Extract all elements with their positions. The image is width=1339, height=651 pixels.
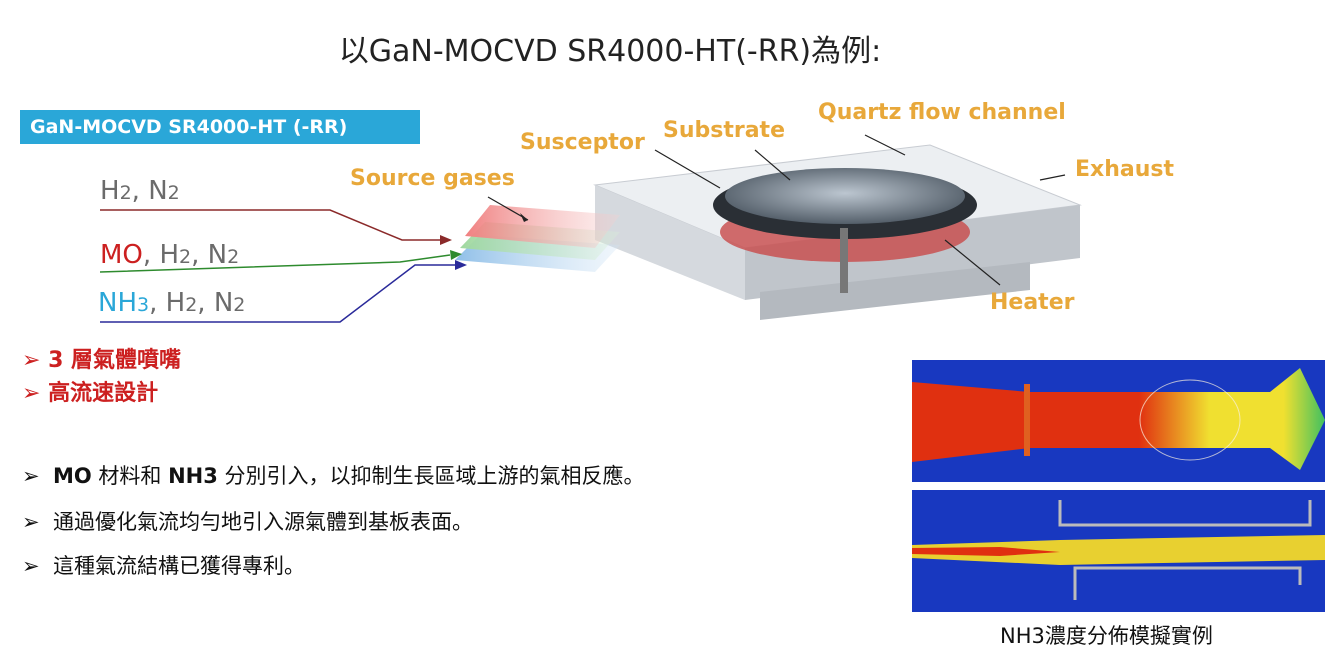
pointer-heater [944, 239, 1001, 286]
separator: , [142, 240, 160, 270]
arrow-bullet-icon: ➢ [22, 348, 49, 373]
h2-base: H [165, 288, 186, 318]
chamber-lower-block [760, 262, 1030, 320]
h2-sub: 2 [119, 182, 132, 204]
n2-sub: 2 [167, 182, 180, 204]
simulation-side-walls [1058, 500, 1312, 527]
h2-sub: 2 [179, 246, 192, 268]
simulation-caption: NH3濃度分佈模擬實例 [1000, 624, 1213, 648]
nh3-base: NH [98, 288, 137, 318]
pointer-susceptor [654, 149, 721, 189]
gas-layer-red [465, 205, 620, 248]
susceptor-shaft [840, 228, 848, 293]
n2-sub: 2 [227, 246, 240, 268]
arrow-bullet-icon: ➢ [22, 510, 53, 534]
gas-label-h2-n2: H2, N2 [100, 176, 180, 206]
arrow-bullet-icon: ➢ [22, 554, 53, 578]
substrate-wafer [725, 168, 965, 224]
h2-base: H [100, 176, 120, 206]
simulation-color-scale [1024, 384, 1030, 456]
pointer-exhaust [1039, 174, 1066, 181]
separator: , [197, 288, 214, 318]
nh3-sub: 3 [137, 294, 150, 316]
arrow-mo [450, 250, 462, 260]
line-mo [99, 254, 451, 273]
feature-item-1: ➢ 3 層氣體噴嘴 [22, 342, 181, 374]
model-banner: GaN-MOCVD SR4000-HT (-RR) [20, 110, 420, 144]
arrow-bullet-icon: ➢ [22, 381, 49, 406]
label-source-gases: Source gases [350, 166, 515, 191]
n2-base: N [207, 240, 228, 270]
label-heater: Heater [990, 290, 1075, 315]
gas-label-mo-h2-n2: MO, H2, N2 [100, 240, 239, 270]
n2-base: N [148, 176, 168, 206]
pointer-source-gases-head [520, 213, 528, 222]
simulation-top-wafer-ring [1139, 379, 1241, 461]
label-susceptor: Susceptor [520, 130, 645, 155]
label-substrate: Substrate [663, 118, 785, 143]
pointer-source-gases [487, 196, 529, 221]
bullet-text: 這種氣流結構已獲得專利。 [52, 554, 305, 578]
bold-mo: MO [52, 464, 92, 488]
bullet-text: 分別引入，以抑制生長區域上游的氣相反應。 [217, 464, 645, 488]
pointer-substrate [754, 149, 791, 181]
simulation-side-core [912, 547, 1060, 556]
separator: , [131, 176, 149, 206]
bullet-item-1: ➢ MO 材料和 NH3 分別引入，以抑制生長區域上游的氣相反應。 [22, 460, 645, 490]
simulation-side-flow [912, 535, 1325, 565]
gas-label-nh3-h2-n2: NH3, H2, N2 [98, 288, 245, 318]
n2-sub: 2 [233, 294, 246, 316]
label-quartz-flow-channel: Quartz flow channel [818, 100, 1066, 125]
line-h2-n2 [100, 209, 440, 241]
separator: , [149, 288, 166, 318]
bold-nh3: NH3 [168, 464, 218, 488]
label-exhaust: Exhaust [1075, 157, 1174, 182]
page-title: 以GaN-MOCVD SR4000-HT(-RR)為例: [338, 34, 882, 69]
separator: , [191, 240, 208, 270]
h2-sub: 2 [185, 294, 198, 316]
mo-text: MO [100, 240, 143, 270]
chamber-front-face [595, 185, 745, 300]
h2-base: H [159, 240, 179, 270]
feature-text: 高流速設計 [48, 381, 159, 406]
bullet-text: 通過優化氣流均勻地引入源氣體到基板表面。 [52, 510, 473, 534]
feature-text: 3 層氣體噴嘴 [48, 348, 182, 373]
arrow-bullet-icon: ➢ [22, 464, 53, 488]
n2-base: N [213, 288, 234, 318]
simulation-top-plume [912, 368, 1325, 470]
bullet-item-3: ➢ 這種氣流結構已獲得專利。 [22, 550, 305, 580]
pointer-quartz [864, 134, 906, 156]
bullet-item-2: ➢ 通過優化氣流均勻地引入源氣體到基板表面。 [22, 506, 473, 536]
arrow-h2-n2 [440, 235, 452, 245]
arrow-nh3 [455, 260, 467, 270]
bullet-text: 材料和 [91, 464, 169, 488]
feature-item-2: ➢ 高流速設計 [22, 375, 158, 407]
simulation-side-wall-lower [1073, 566, 1302, 600]
line-nh3 [100, 264, 455, 323]
